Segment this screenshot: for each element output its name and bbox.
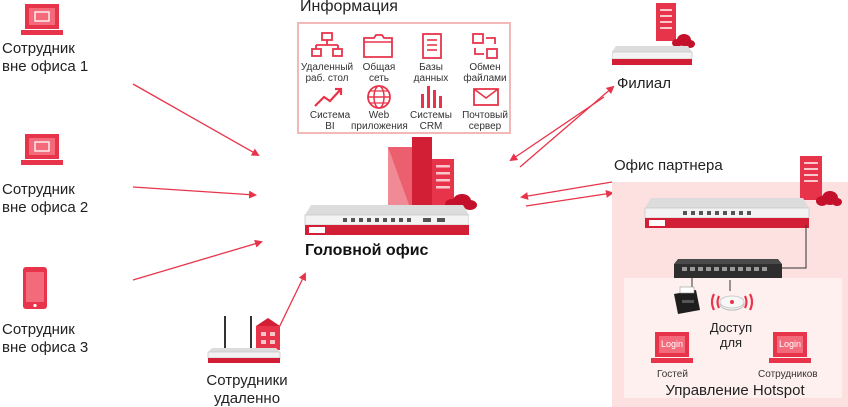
arrow-from-partner — [520, 181, 613, 200]
head-office-firewall-icon — [304, 205, 469, 235]
branch-label: Филиал — [617, 75, 672, 92]
head-office-label: Головной офис — [305, 242, 429, 259]
crm-bars-icon — [421, 86, 442, 108]
arrow-employee-1 — [132, 83, 260, 156]
staff-label: Сотрудников — [758, 369, 818, 380]
ticket-printer-icon — [674, 286, 700, 314]
tablet-icon — [23, 267, 47, 309]
wifi-access-point-icon — [710, 293, 754, 311]
network-switch-icon — [674, 259, 782, 278]
file-exchange-icon — [472, 33, 498, 59]
mail-envelope-icon — [473, 88, 499, 106]
laptop-icon — [21, 134, 63, 165]
arrow-to-branch — [519, 85, 615, 168]
bi-chart-icon — [314, 87, 343, 107]
laptop-icon — [21, 4, 63, 35]
shared-network-icon — [363, 34, 393, 58]
partner-server-icon — [800, 156, 842, 206]
arrow-to-partner — [525, 189, 614, 207]
partner-office-label: Офис партнера — [614, 157, 723, 174]
partner-firewall-icon — [644, 198, 810, 228]
head-office-building-icon — [388, 137, 477, 213]
guest-laptop-icon — [651, 332, 693, 363]
arrow-employee-2 — [132, 186, 257, 199]
arrow-employee-3 — [132, 239, 263, 281]
guest-login-text: Login — [661, 339, 684, 349]
guest-label: Гостей — [657, 369, 688, 380]
hotspot-title: Управление Hotspot — [665, 382, 805, 399]
arrow-from-branch — [509, 96, 605, 162]
info-title: Информация — [300, 0, 398, 15]
remote-staff-router-icon — [207, 316, 281, 363]
remote-desktop-icon — [311, 32, 343, 57]
database-icon — [422, 33, 442, 59]
branch-device-icon — [612, 3, 695, 65]
staff-laptop-icon — [769, 332, 811, 363]
web-globe-icon — [367, 85, 391, 109]
staff-login-text: Login — [779, 339, 802, 349]
